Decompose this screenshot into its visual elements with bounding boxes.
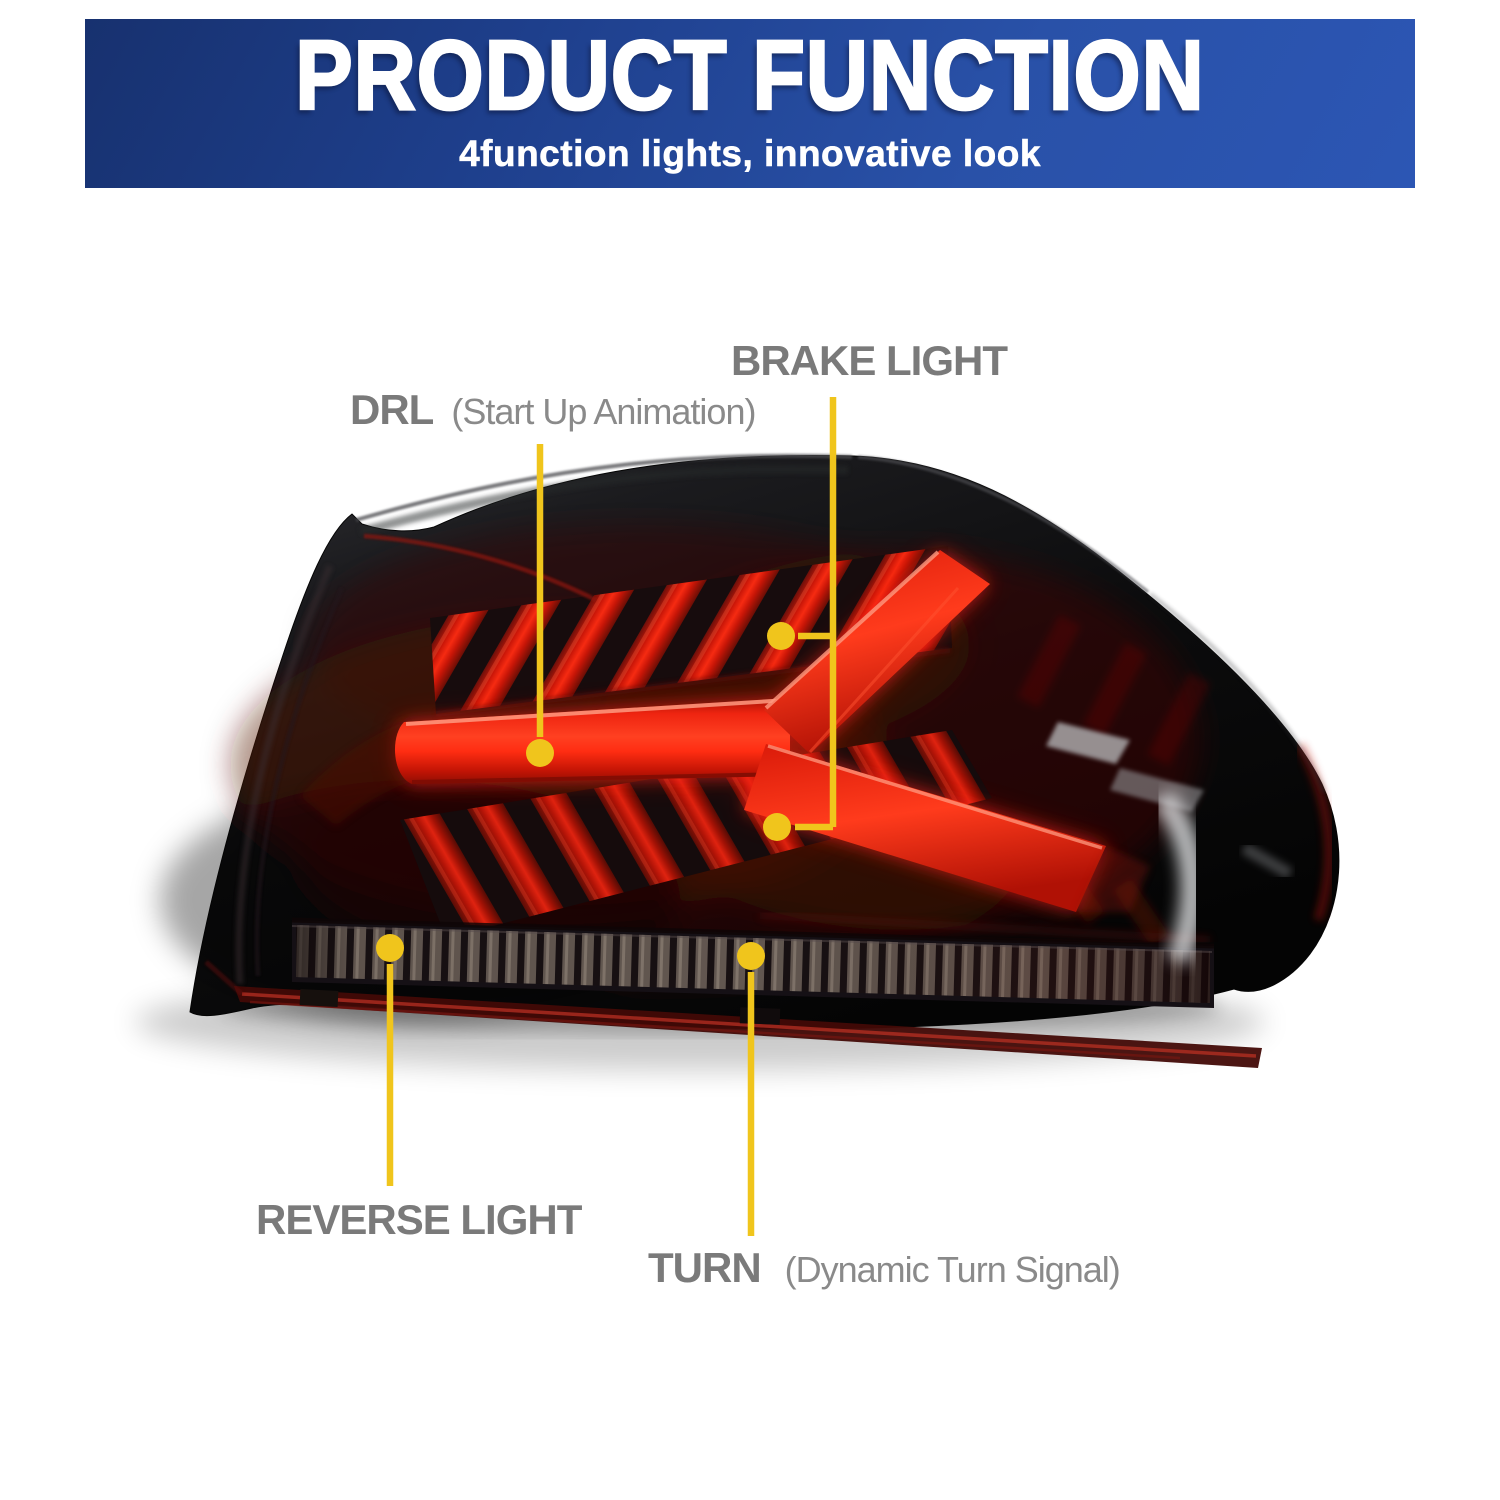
brake-callout-line (795, 397, 837, 831)
turn-note: (Dynamic Turn Signal) (784, 1249, 1121, 1290)
brake-callout-dot-upper (767, 622, 795, 650)
reverse-light-label: REVERSE LIGHT (256, 1196, 582, 1243)
callout-overlay (376, 397, 837, 1236)
drl-note: (Start Up Animation) (451, 391, 756, 432)
brake-light-label: BRAKE LIGHT (731, 337, 1008, 384)
turn-label: TURN (648, 1244, 762, 1291)
page-title: PRODUCT FUNCTION (294, 20, 1205, 131)
drl-light-bar (300, 698, 790, 826)
page-subtitle: 4function lights, innovative look (459, 132, 1041, 174)
drl-label: DRL (350, 386, 434, 433)
header-banner: PRODUCT FUNCTION 4function lights, innov… (85, 19, 1415, 188)
brake-callout-dot-lower (763, 813, 791, 841)
drl-label-row: DRL (Start Up Animation) (350, 386, 756, 433)
drl-callout-dot (526, 739, 554, 767)
reverse-callout-dot (376, 934, 404, 962)
housing-highlights (235, 453, 1326, 985)
lens-reflections (1046, 722, 1293, 965)
turn-label-row: TURN (Dynamic Turn Signal) (648, 1244, 1121, 1291)
turn-callout-dot (737, 942, 765, 970)
